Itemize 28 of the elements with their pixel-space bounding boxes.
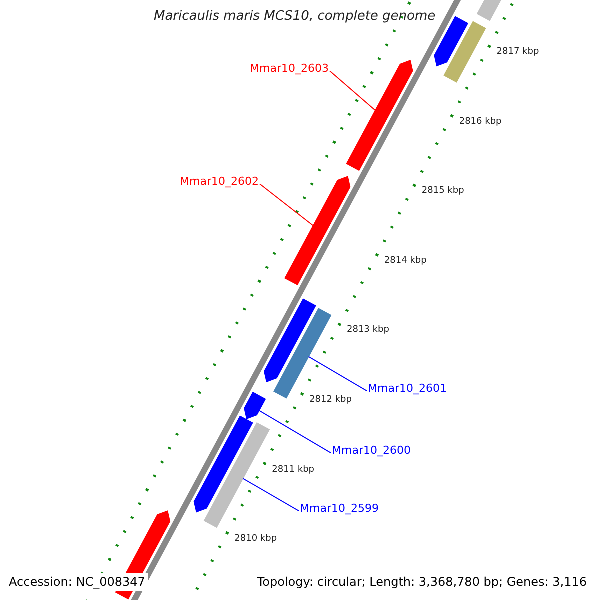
leader-line [308,356,368,392]
leader-line [329,70,376,112]
gene-feature [444,21,486,83]
scale-label: 2814 kbp [384,256,427,266]
leader-line [259,184,314,226]
scale-label: 2813 kbp [347,325,390,336]
gene-feature [264,298,316,383]
gene-feature [194,416,254,513]
gene-label: Mmar10_2602 [180,175,259,188]
leader-line [258,410,332,454]
leader-line [242,478,300,512]
scale-label: 2815 kbp [422,186,464,196]
gene-label: Mmar10_2601 [368,382,447,395]
scale-label: 2812 kbp [310,394,352,405]
scale-label: 2816 kbp [459,116,502,127]
gene-feature [244,392,266,420]
gene-feature [346,60,414,172]
gene-label: Mmar10_2603 [250,62,329,75]
gene-feature [204,422,270,528]
gene-label: Mmar10_2600 [332,444,411,457]
title: Maricaulis maris MCS10, complete genome [154,9,436,24]
scale-label: 2817 kbp [496,47,540,58]
gene-feature [284,176,351,286]
gene-feature [434,16,469,67]
scale-label: 2811 kbp [272,464,315,474]
scale-label: 2810 kbp [234,534,278,544]
gene-label: Mmar10_2599 [300,502,379,515]
accession-text: Accession: NC_008347 [6,573,148,591]
